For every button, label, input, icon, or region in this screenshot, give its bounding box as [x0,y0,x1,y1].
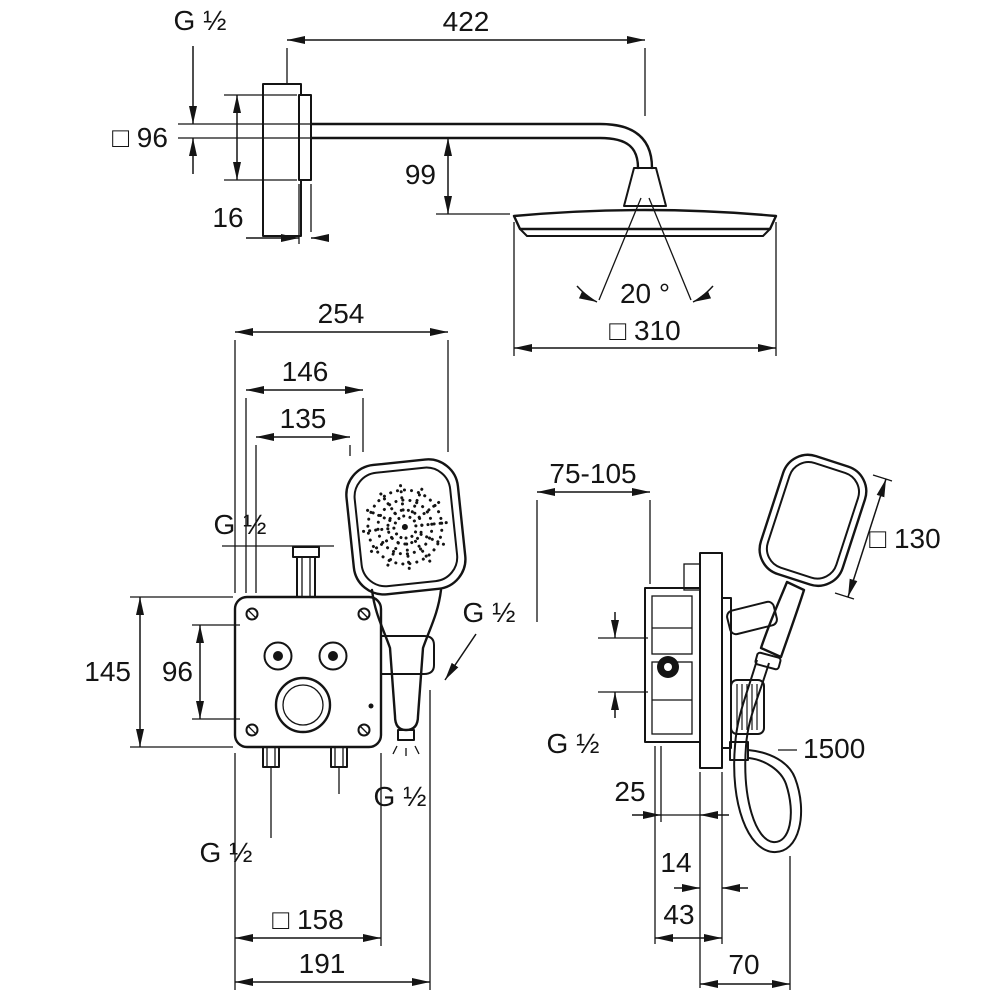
shower-arm [309,122,654,170]
dim-146: 146 [245,356,364,593]
control-button [263,641,293,671]
control-button [318,641,348,671]
valve-side-view: 75-105 □ 130 G ½ 1500 [536,453,941,990]
dim-supply-thread-label: G ½ [214,509,267,540]
outlet-port-left [262,746,280,768]
dim-arm-length-label: 422 [443,6,490,37]
dim-rough-in-depth-label: 75-105 [549,458,636,489]
dim-135: 135 [255,403,351,593]
dim-outlet-right-thread: G ½ [338,767,427,812]
arm-ball-joint [623,167,667,207]
hand-shower-handle [370,588,443,756]
mounting-screw [245,723,259,737]
index-mark [368,703,374,709]
handle-outlet [397,729,415,741]
dim-outlet-left-thread: G ½ [200,767,272,868]
dim-head-size: □ 310 [513,222,777,356]
dim-supply-thread: G ½ [214,509,334,547]
hose-nut [754,651,782,671]
dim-head-offset-label: 99 [405,159,436,190]
dim-wall-thickness: 14 [660,847,748,892]
dim-hose-length: 1500 [778,733,865,764]
hand-shower-handle-side [759,580,806,659]
dim-145: 145 [84,596,233,748]
thermostat-knob [274,676,332,734]
dim-hand-shower-size: □ 130 [834,474,941,600]
dim-rough-in-depth: 75-105 [536,458,651,622]
dim-96-label: 96 [162,656,193,687]
dim-inlet-thread: G ½ [547,612,648,759]
dim-holder-thread-label: G ½ [463,597,516,628]
dim-inlet-thread-label: G ½ [547,728,600,759]
dim-head-offset: 99 [405,138,510,215]
wall-section-side [699,552,723,769]
dim-wall-thickness-label: 14 [660,847,691,878]
wall-section-top [262,83,302,237]
dim-70-label: 70 [728,949,759,980]
dim-43-label: 43 [663,899,694,930]
dim-arm-thread-label: G ½ [174,5,227,36]
concealed-valve-body [644,563,701,743]
trim-plate-side [721,597,732,749]
dim-plate-size: □ 158 [234,753,382,990]
shower-holder-side [726,600,778,636]
dim-70: 70 [700,949,790,988]
mounting-screw [245,607,259,621]
dim-outlet-right-thread-label: G ½ [374,781,427,812]
shower-hose [729,659,802,854]
outlet-port-right [330,746,348,768]
dim-escutcheon-depth-label: 16 [212,202,243,233]
dim-hose-length-label: 1500 [803,733,865,764]
dim-hand-shower-size-label: □ 130 [869,523,940,554]
dim-96: 96 [162,624,240,720]
dim-escutcheon-size: □ 96 [112,94,297,181]
dim-191: 191 [235,690,431,990]
dim-25-label: 25 [614,776,645,807]
dim-191-label: 191 [299,948,346,979]
dim-escutcheon-size-label: □ 96 [112,122,168,153]
mixer-plate [233,595,383,749]
dim-43: 43 [655,899,722,942]
mounting-screw [357,723,371,737]
supply-pipe [292,546,320,598]
dim-outlet-left-thread-label: G ½ [200,837,253,868]
dim-holder-thread: G ½ [444,597,516,681]
mixer-front-view: 254 146 135 G ½ 145 [84,298,515,990]
dim-arm-length: 422 [286,6,646,116]
hand-shower-head-front [345,458,467,596]
head-shower-side-view: G ½ 422 □ 96 16 99 [112,5,778,356]
dim-135-label: 135 [280,403,327,434]
hand-shower-head-side [758,453,868,588]
spray-face [359,481,451,573]
dim-swivel-angle: 20 ° [576,197,714,309]
dim-146-label: 146 [282,356,329,387]
dim-head-size-label: □ 310 [609,315,680,346]
dim-escutcheon-depth: 16 [212,184,329,244]
dim-overall-width: 254 [234,298,449,593]
dim-145-label: 145 [84,656,131,687]
dim-arm-thread: G ½ [174,5,311,174]
dim-overall-width-label: 254 [318,298,365,329]
mounting-screw [357,607,371,621]
head-shower [512,208,778,237]
dim-25: 25 [614,776,729,819]
dim-plate-size-label: □ 158 [272,904,343,935]
dim-swivel-angle-label: 20 ° [620,278,670,309]
